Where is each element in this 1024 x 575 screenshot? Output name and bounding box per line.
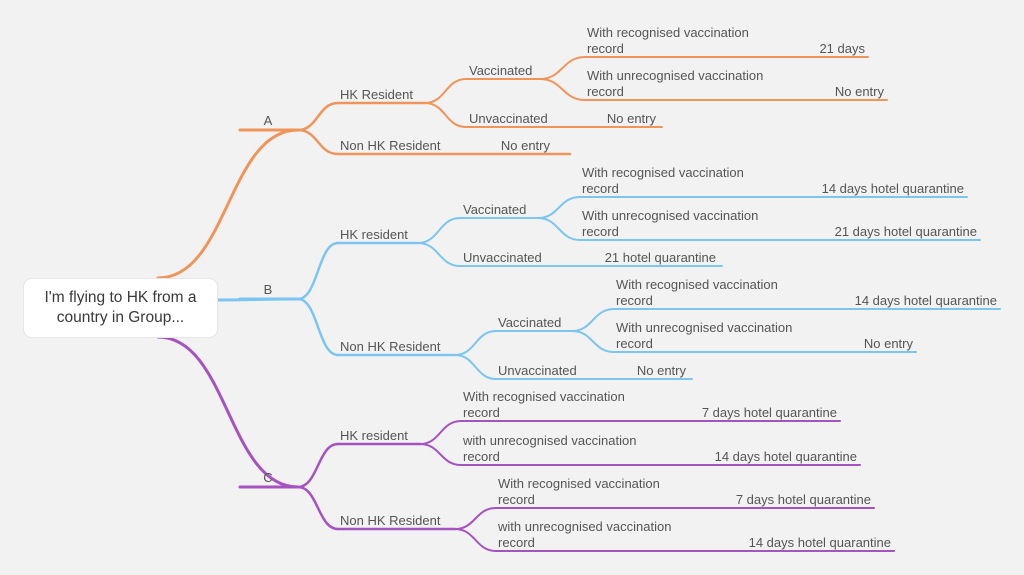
edge-a-vax-to-unrecognised — [539, 78, 586, 101]
c-non-hk-recognised-label: With recognised vaccination — [498, 476, 660, 491]
root-node[interactable]: I'm flying to HK from a country in Group… — [24, 279, 217, 337]
b-hk-recognised-result: 14 days hotel quarantine — [822, 181, 964, 196]
a-non-hk-resident-label: Non HK Resident — [340, 138, 441, 153]
edge-b-to-non-hk-resident — [296, 297, 340, 357]
b-hk-unrecognised-label: With unrecognised vaccination — [582, 208, 758, 223]
b-non-hk-vaccinated-label: Vaccinated — [498, 315, 561, 330]
b-non-hk-recognised-label-line2: record — [616, 293, 653, 308]
edge-root-to-a — [156, 128, 300, 280]
group-a-label: A — [264, 113, 273, 128]
edge-b-non-hk-to-unvaccinated — [454, 354, 497, 380]
edge-b-hk-vax-to-unrecognised — [537, 217, 581, 241]
b-hk-recognised-label-line2: record — [582, 181, 619, 196]
c-non-hk-unrecognised-label: with unrecognised vaccination — [497, 519, 671, 534]
c-hk-unrecognised-label-line2: record — [463, 449, 500, 464]
group-c-label: C — [263, 470, 272, 485]
edge-c-to-non-hk-resident — [296, 485, 340, 531]
a-hk-resident-label: HK Resident — [340, 87, 413, 102]
edge-b-non-hk-vax-to-recognised — [571, 308, 615, 332]
c-non-hk-unrecognised-label-line2: record — [498, 535, 535, 550]
edge-root-to-c — [156, 335, 300, 489]
a-unrecognised-result: No entry — [835, 84, 885, 99]
edge-a-hk-to-unvaccinated — [424, 102, 467, 128]
root-node-label: I'm flying to HK from a country in Group… — [44, 289, 197, 326]
c-non-hk-unrecognised-result: 14 days hotel quarantine — [749, 535, 891, 550]
edge-a-hk-to-vaccinated — [424, 78, 467, 104]
edge-a-to-non-hk-resident — [296, 128, 340, 156]
a-unvaccinated-label: Unvaccinated — [469, 111, 548, 126]
c-hk-recognised-label: With recognised vaccination — [463, 389, 625, 404]
a-unrecognised-label-line2: record — [587, 84, 624, 99]
b-non-hk-unrecognised-label: With unrecognised vaccination — [616, 320, 792, 335]
c-non-hk-recognised-result: 7 days hotel quarantine — [736, 492, 871, 507]
c-hk-unrecognised-result: 14 days hotel quarantine — [715, 449, 857, 464]
b-hk-recognised-label: With recognised vaccination — [582, 165, 744, 180]
edge-c-hk-to-recognised — [419, 420, 462, 445]
edge-b-hk-to-unvaccinated — [417, 242, 461, 267]
edge-c-to-hk-resident — [296, 442, 340, 489]
a-unrecognised-label: With unrecognised vaccination — [587, 68, 763, 83]
b-hk-unvaccinated-label: Unvaccinated — [463, 250, 542, 265]
a-recognised-label: With recognised vaccination — [587, 25, 749, 40]
b-hk-unrecognised-result: 21 days hotel quarantine — [835, 224, 977, 239]
b-non-hk-unrecognised-label-line2: record — [616, 336, 653, 351]
edge-a-vax-to-recognised — [539, 56, 586, 80]
edge-b-to-hk-resident — [296, 241, 340, 301]
edge-b-hk-vax-to-recognised — [537, 196, 581, 219]
a-unvaccinated-result: No entry — [607, 111, 657, 126]
b-non-hk-recognised-result: 14 days hotel quarantine — [855, 293, 997, 308]
b-non-hk-unrecognised-result: No entry — [864, 336, 914, 351]
edge-b-non-hk-to-vaccinated — [454, 330, 497, 356]
b-hk-vaccinated-label: Vaccinated — [463, 202, 526, 217]
b-non-hk-unvaccinated-result: No entry — [637, 363, 687, 378]
group-b-label: B — [264, 282, 273, 297]
c-hk-recognised-result: 7 days hotel quarantine — [702, 405, 837, 420]
edge-c-hk-to-unrecognised — [419, 443, 462, 466]
b-non-hk-resident-label: Non HK Resident — [340, 339, 441, 354]
c-non-hk-recognised-label-line2: record — [498, 492, 535, 507]
edge-b-hk-to-vaccinated — [417, 217, 461, 244]
b-hk-resident-label: HK resident — [340, 227, 408, 242]
a-non-hk-resident-result: No entry — [501, 138, 551, 153]
b-hk-unvaccinated-result: 21 hotel quarantine — [605, 250, 716, 265]
edge-b-non-hk-vax-to-unrecognised — [571, 330, 615, 353]
c-hk-resident-label: HK resident — [340, 428, 408, 443]
b-hk-unrecognised-label-line2: record — [582, 224, 619, 239]
c-hk-recognised-label-line2: record — [463, 405, 500, 420]
a-vaccinated-label: Vaccinated — [469, 63, 532, 78]
a-recognised-result: 21 days — [819, 41, 865, 56]
b-non-hk-recognised-label: With recognised vaccination — [616, 277, 778, 292]
edge-a-to-hk-resident — [296, 101, 340, 132]
c-non-hk-resident-label: Non HK Resident — [340, 513, 441, 528]
c-hk-unrecognised-label: with unrecognised vaccination — [462, 433, 636, 448]
a-recognised-label-line2: record — [587, 41, 624, 56]
b-non-hk-unvaccinated-label: Unvaccinated — [498, 363, 577, 378]
edge-c-non-hk-to-recognised — [454, 507, 497, 530]
edge-c-non-hk-to-unrecognised — [454, 528, 497, 552]
